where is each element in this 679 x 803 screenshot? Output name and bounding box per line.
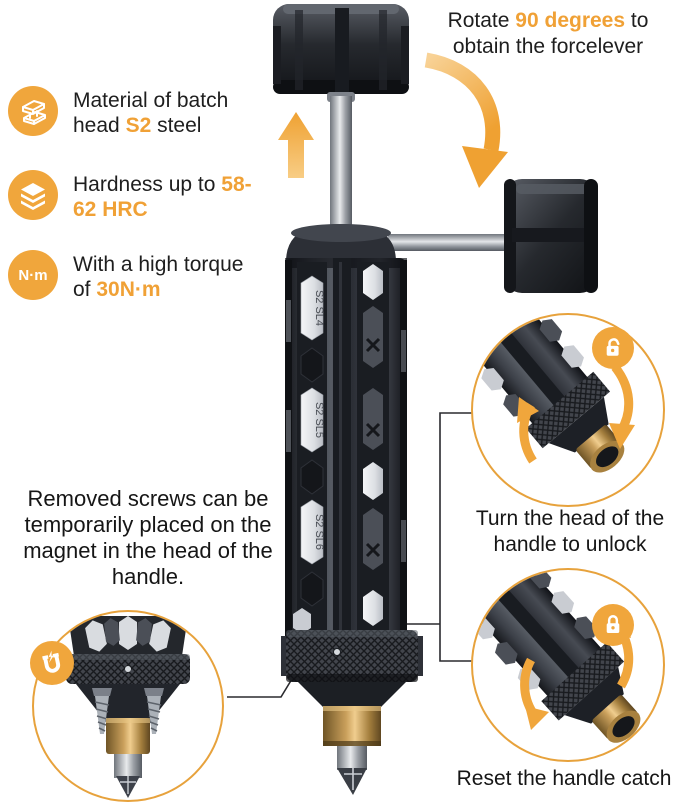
feature-text-highlight: 30N·m (96, 278, 161, 301)
reset-detail-art (473, 570, 641, 743)
rotate-highlight: 90 degrees (515, 9, 626, 32)
bit-label: S2 SL4 (313, 290, 325, 326)
feature-hardness-text: Hardness up to 58-62 HRC (73, 170, 259, 222)
callout-circle-unlock (471, 313, 665, 507)
reset-caption: Reset the handle catch (456, 767, 672, 790)
feature-text-prefix: Material of batch head (73, 89, 229, 137)
feature-material-text: Material of batch head S2 steel (73, 86, 259, 138)
magnet-detail-art (66, 616, 190, 798)
layers-icon (8, 170, 58, 220)
unlock-caption: Turn the head of the handle to unlock (475, 507, 665, 556)
feature-torque-text: With a high torque of 30N·m (73, 250, 253, 302)
feature-text-prefix: Hardness up to (73, 173, 222, 196)
feature-material: Material of batch head S2 steel (8, 86, 259, 138)
bit-sl4: S2 SL4 (300, 275, 325, 341)
up-arrow-icon (278, 112, 314, 178)
phillips-bit-tip (337, 746, 367, 795)
callout-circle-magnet (32, 610, 224, 802)
lock-icon (592, 604, 634, 646)
side-knob (504, 179, 598, 293)
held-screw-left (92, 688, 112, 734)
bit-sl6: S2 SL6 (300, 499, 325, 565)
bit-sl5: S2 SL5 (300, 387, 325, 453)
vertical-shaft (327, 92, 355, 234)
feature-text-suffix: steel (151, 114, 202, 137)
feature-torque: N·m With a high torque of 30N·m (8, 250, 253, 302)
feature-hardness: Hardness up to 58-62 HRC (8, 170, 259, 222)
torque-unit-label: N·m (18, 266, 48, 284)
bit-label: S2 SL5 (313, 402, 325, 438)
magnet-icon (30, 641, 74, 685)
handle-body: S2 SL4 S2 SL5 S2 SL6 (285, 258, 407, 640)
knurled-collar (281, 630, 423, 682)
steel-beam-icon (8, 86, 58, 136)
top-cap-knob (273, 4, 409, 94)
magnet-note-text: Removed screws can be temporarily placed… (23, 486, 273, 589)
rotate-prefix: Rotate (447, 9, 516, 32)
torque-unit-icon: N·m (8, 250, 58, 300)
rotate-arrow-icon (424, 52, 508, 188)
horizontal-shaft (388, 234, 512, 251)
turn-arrows (517, 364, 635, 464)
feature-text-prefix: With a high torque of (73, 253, 244, 301)
unlock-detail-art (473, 315, 635, 473)
brass-collar (298, 682, 406, 746)
feature-text-highlight: S2 (125, 114, 152, 137)
bit-label: S2 SL6 (313, 514, 325, 550)
feature-text-highlight: 58-62 HRC (73, 173, 252, 221)
bit-column-right (293, 264, 383, 634)
rotate-callout-text: Rotate 90 degrees to obtain the forcelev… (428, 8, 668, 60)
rotate-suffix: to obtain the forcelever (452, 9, 649, 58)
callout-circle-reset (471, 568, 665, 762)
held-screw-right (144, 688, 164, 734)
unlock-icon (592, 327, 634, 369)
